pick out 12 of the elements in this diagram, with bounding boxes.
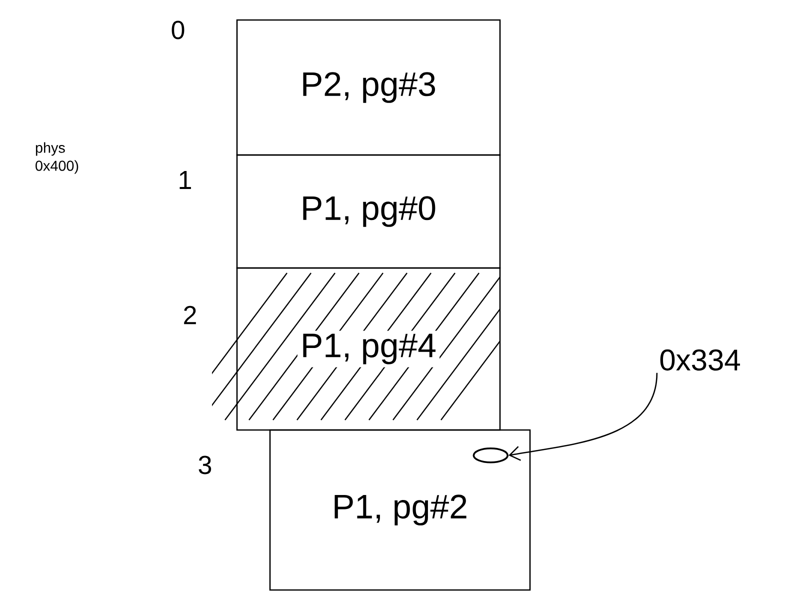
memory-frame: P2, pg#3 (236, 19, 501, 156)
memory-frame: P1, pg#0 (236, 154, 501, 269)
address-note: phys 0x400) (36, 142, 78, 174)
frame-number: 3 (198, 456, 212, 474)
address-label: 0x334 (660, 349, 740, 371)
frame-number: 1 (180, 171, 191, 189)
frame-number: 2 (184, 306, 196, 324)
frame-number: 0 (172, 20, 184, 40)
arrow (508, 372, 658, 461)
offset-marker (472, 447, 509, 464)
hatched-memory-frame: P1, pg#4 (236, 267, 501, 431)
memory-frame: P1, pg#2 (269, 429, 531, 591)
